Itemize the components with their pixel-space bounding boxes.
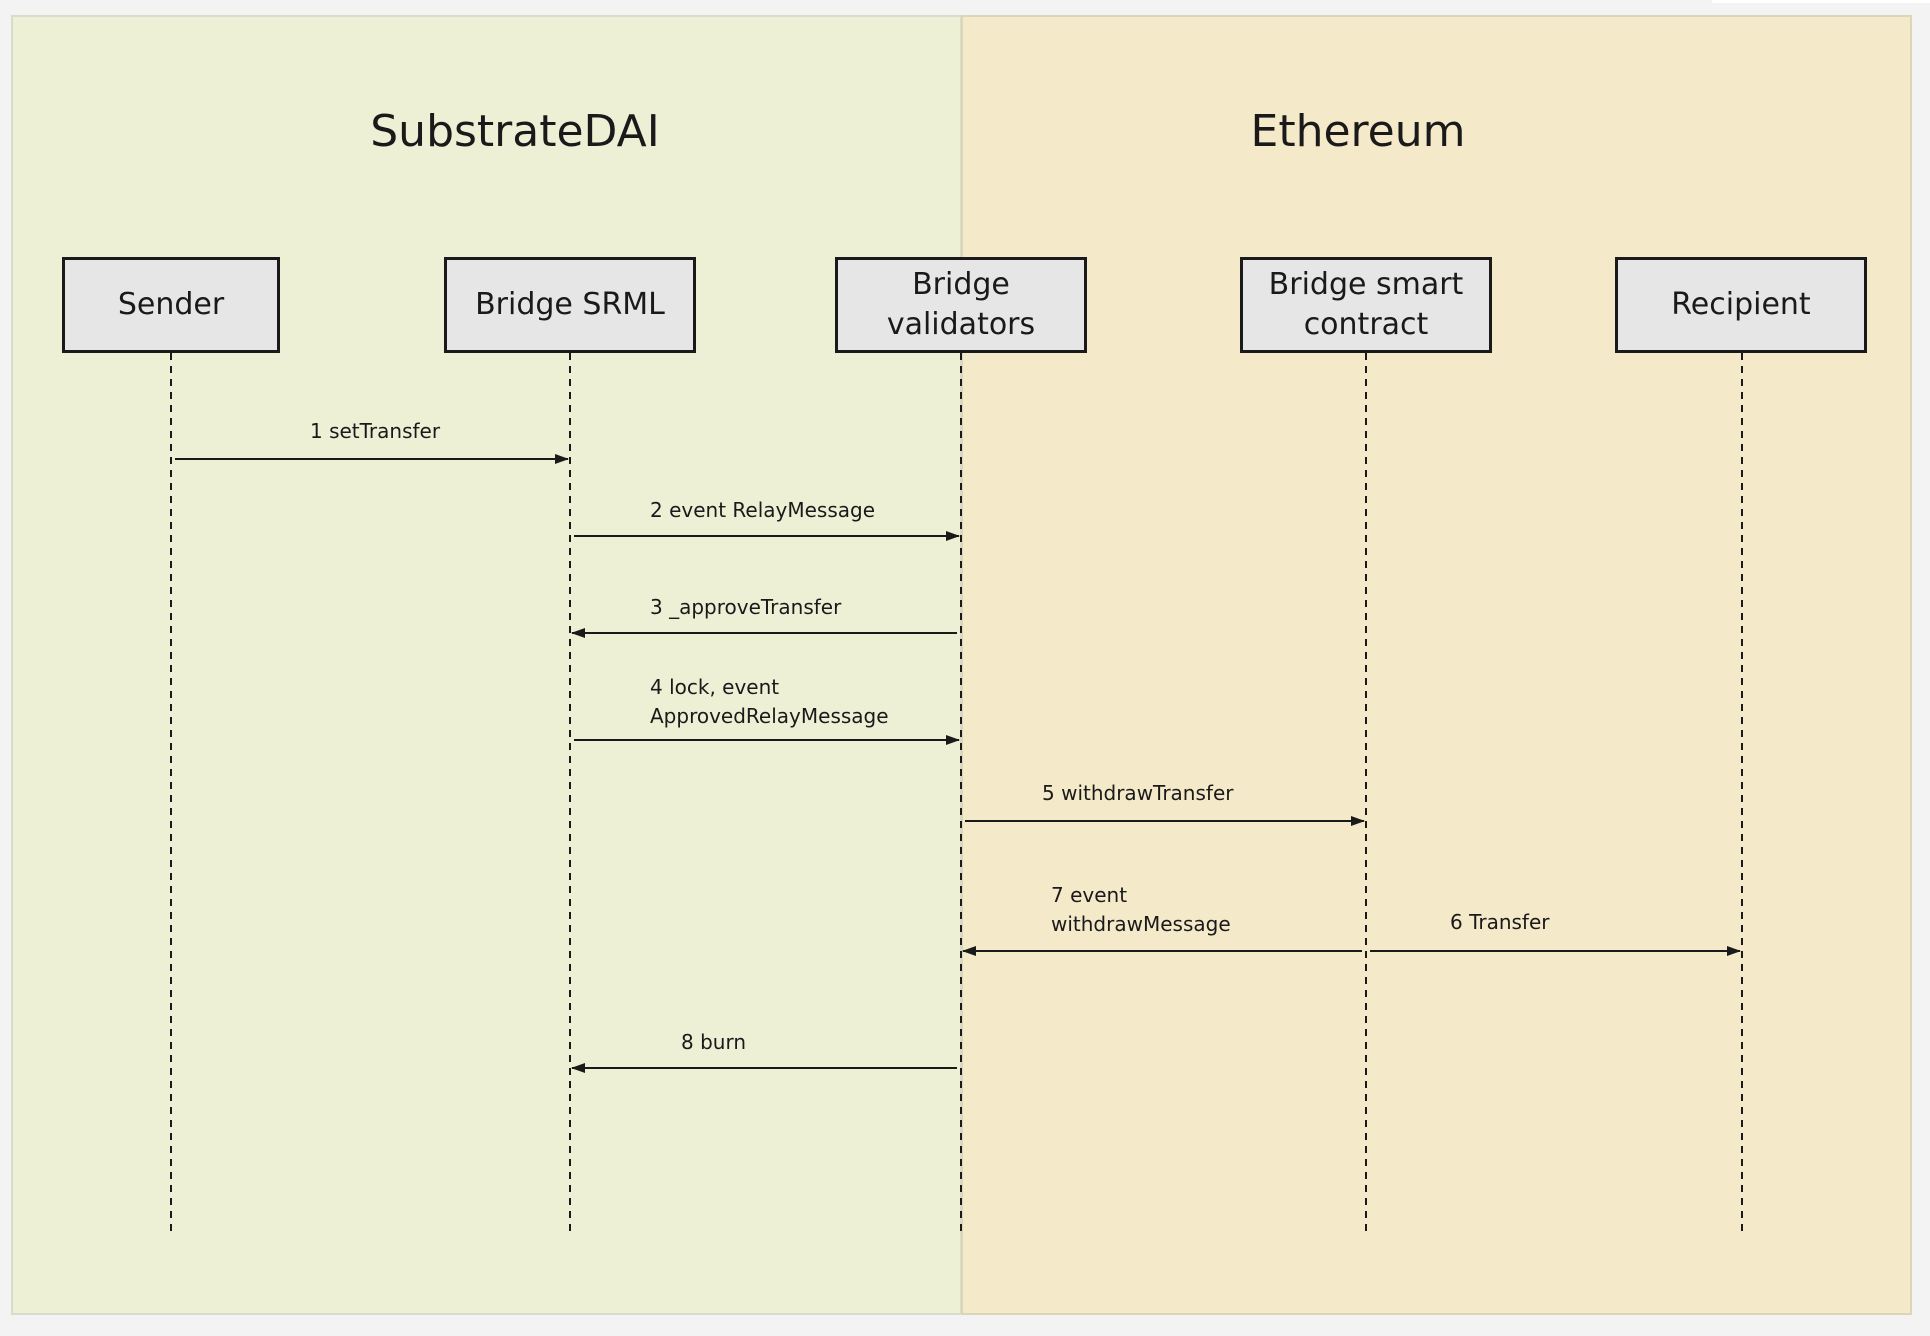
- participant-bridge-validators-label: Bridge validators: [886, 267, 1036, 342]
- message-8: 8 burn: [571, 1030, 957, 1073]
- lifelines: [170, 353, 1743, 1235]
- message-label-7-line-1: 7 event: [1051, 883, 1127, 907]
- lane-title-ethereum: Ethereum: [1250, 106, 1466, 157]
- participant-sender: Sender: [62, 257, 280, 353]
- participant-bridge-smart-contract: Bridge smart contract: [1240, 257, 1492, 353]
- message-5: 5 withdrawTransfer: [965, 781, 1365, 826]
- message-label-8: 8 burn: [681, 1030, 746, 1054]
- lane-title-substratedai: SubstrateDAI: [370, 106, 660, 157]
- message-label-3-line-1: 3 _approveTransfer: [650, 595, 842, 619]
- message-label-2-line-1: 2 event RelayMessage: [650, 498, 875, 522]
- message-label-1: 1 setTransfer: [310, 419, 441, 443]
- message-3: 3 _approveTransfer: [571, 595, 957, 638]
- message-6: 6 Transfer: [1370, 910, 1741, 956]
- participant-recipient: Recipient: [1615, 257, 1867, 353]
- message-label-7-line-2: withdrawMessage: [1051, 912, 1231, 936]
- participant-sender-label: Sender: [117, 287, 225, 322]
- message-label-1-line-1: 1 setTransfer: [310, 419, 441, 443]
- message-label-4-line-2: ApprovedRelayMessage: [650, 704, 889, 728]
- message-2: 2 event RelayMessage: [574, 498, 960, 541]
- messages: 1 setTransfer 2 event RelayMessage 3 _appr…: [175, 419, 1741, 1073]
- message-7: 7 event withdrawMessage: [962, 883, 1362, 956]
- participant-bridge-srml-label: Bridge SRML: [475, 287, 665, 322]
- message-label-6: 6 Transfer: [1450, 910, 1550, 934]
- message-label-2: 2 event RelayMessage: [650, 498, 875, 522]
- lane-substratedai: [11, 15, 962, 1315]
- lane-ethereum: [961, 15, 1912, 1315]
- participant-recipient-label: Recipient: [1671, 287, 1811, 322]
- participant-bridge-validators: Bridge validators: [835, 257, 1087, 353]
- participant-bridge-srml: Bridge SRML: [444, 257, 696, 353]
- message-label-3: 3 _approveTransfer: [650, 595, 842, 619]
- message-label-6-line-1: 6 Transfer: [1450, 910, 1550, 934]
- message-label-8-line-1: 8 burn: [681, 1030, 746, 1054]
- participant-bridge-smart-contract-label: Bridge smart contract: [1268, 267, 1464, 342]
- top-edge-strip: [1712, 0, 1930, 3]
- message-1: 1 setTransfer: [175, 419, 569, 464]
- message-label-4-line-1: 4 lock, event: [650, 675, 779, 699]
- message-label-7: 7 event withdrawMessage: [1051, 883, 1231, 936]
- message-label-5: 5 withdrawTransfer: [1042, 781, 1234, 805]
- message-label-5-line-1: 5 withdrawTransfer: [1042, 781, 1234, 805]
